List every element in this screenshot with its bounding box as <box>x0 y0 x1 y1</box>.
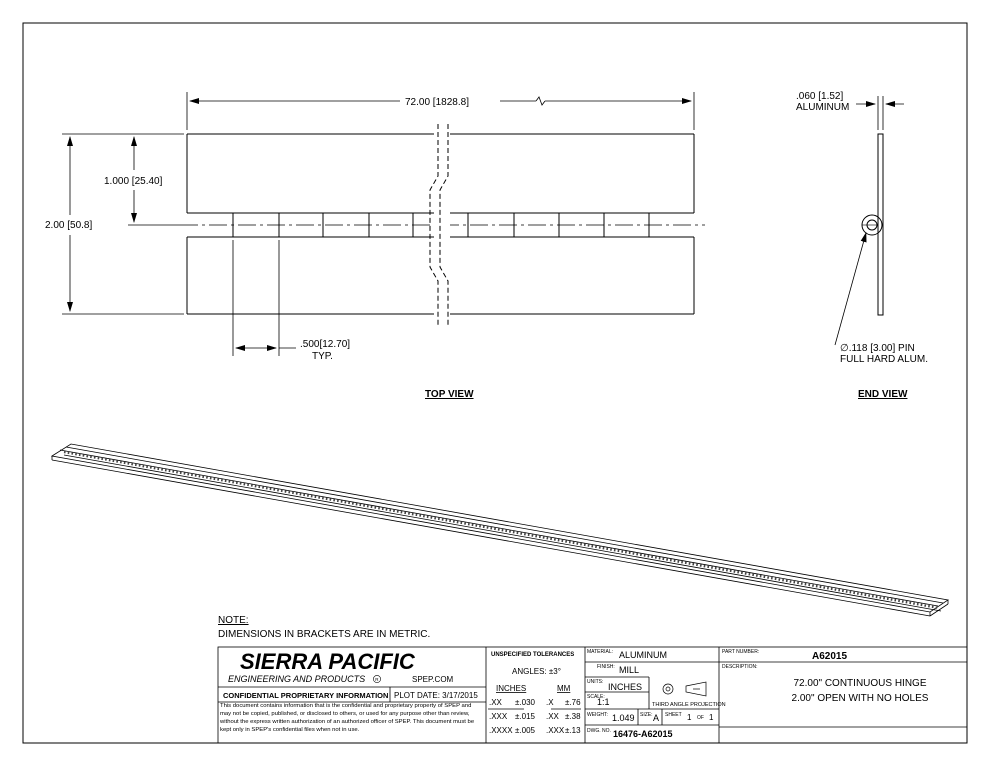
tolerance-rows: .XX ±.030 .X ±.76 .XXX ±.015 .XX ±.38 .X… <box>489 698 581 735</box>
weight-label: WEIGHT: <box>587 712 608 718</box>
size-value: A <box>653 713 659 723</box>
tolerance-mm-fmt: .XXX <box>546 726 565 735</box>
top-view <box>180 124 705 326</box>
tolerance-mm-value: ±.13 <box>565 726 581 735</box>
tolerance-mm-value: ±.38 <box>565 712 581 721</box>
top-view-label: TOP VIEW <box>425 389 474 400</box>
sheet-of-label: OF <box>697 715 704 721</box>
scale-label: SCALE: <box>587 694 605 700</box>
thickness-dim-text: .060 [1.52] <box>796 91 844 102</box>
knuckle-dim-text: .500[12.70] <box>300 339 350 350</box>
width-dimension <box>62 133 184 315</box>
plot-date: PLOT DATE: 3/17/2015 <box>394 691 478 700</box>
note-title: NOTE: <box>218 615 249 626</box>
sheet-label: SHEET <box>665 712 682 718</box>
finish-value: MILL <box>619 665 639 675</box>
tolerances-title: UNSPECIFIED TOLERANCES <box>491 652 574 658</box>
title-block-grid <box>217 646 968 744</box>
pin-material-text: FULL HARD ALUM. <box>840 354 928 365</box>
description-line-2: 2.00" OPEN WITH NO HOLES <box>792 693 929 704</box>
scale-value: 1:1 <box>597 697 610 707</box>
tolerance-mm-header: MM <box>557 684 571 693</box>
confidential-paragraph: This document contains information that … <box>220 703 475 733</box>
part-number-value: A62015 <box>812 651 847 662</box>
tolerance-inches-header: INCHES <box>496 684 526 693</box>
projection-label: THIRD ANGLE PROJECTION <box>652 702 726 708</box>
tolerance-in-value: ±.015 <box>515 712 536 721</box>
tolerance-in-value: ±.005 <box>515 726 536 735</box>
tolerance-in-fmt: .XXXX <box>489 726 513 735</box>
third-angle-projection-symbol <box>662 681 707 697</box>
company-website: SPEP.COM <box>412 675 454 684</box>
tolerance-mm-fmt: .XX <box>546 712 560 721</box>
company-subtitle: ENGINEERING AND PRODUCTS <box>228 674 365 684</box>
sheet-total-value: 1 <box>709 713 714 722</box>
tolerance-in-fmt: .XX <box>489 698 503 707</box>
finish-label: FINISH: <box>597 664 615 670</box>
tolerance-angles: ANGLES: ±3° <box>512 667 561 676</box>
sheet-border <box>22 22 968 744</box>
confidential-title: CONFIDENTIAL PROPRIETARY INFORMATION <box>223 691 388 700</box>
tolerance-in-fmt: .XXX <box>489 712 508 721</box>
end-view-label: END VIEW <box>858 389 908 400</box>
units-value: INCHES <box>608 682 642 692</box>
weight-value: 1.049 <box>612 713 635 723</box>
dwg-no-label: DWG. NO. <box>587 728 611 734</box>
end-view <box>834 96 904 346</box>
tolerance-in-value: ±.030 <box>515 698 536 707</box>
description-line-1: 72.00" CONTINUOUS HINGE <box>793 678 926 689</box>
thickness-material-text: ALUMINUM <box>796 102 849 113</box>
description-label: DESCRIPTION: <box>722 664 758 670</box>
sheet-value: 1 <box>687 713 692 722</box>
note-text: DIMENSIONS IN BRACKETS ARE IN METRIC. <box>218 629 430 640</box>
width-dim-text: 2.00 [50.8] <box>45 220 93 231</box>
units-label: UNITS: <box>587 679 603 685</box>
isometric-view <box>50 443 950 617</box>
half-width-dim-text: 1.000 [25.40] <box>104 176 163 187</box>
length-dim-text: 72.00 [1828.8] <box>405 97 469 108</box>
dwg-no-value: 16476-A62015 <box>613 729 673 739</box>
tolerance-mm-fmt: .X <box>546 698 554 707</box>
registered-mark-icon <box>373 675 381 683</box>
part-number-label: PART NUMBER: <box>722 649 759 655</box>
length-dimension <box>186 92 695 130</box>
pin-dim-text: ∅.118 [3.00] PIN <box>840 343 915 354</box>
size-label: SIZE: <box>640 712 653 718</box>
company-name: SIERRA PACIFIC <box>240 649 416 674</box>
material-label: MATERIAL: <box>587 649 613 655</box>
registered-mark: R <box>375 677 379 682</box>
material-value: ALUMINUM <box>619 650 667 660</box>
knuckle-typ-text: TYP. <box>312 351 333 362</box>
tolerance-mm-value: ±.76 <box>565 698 581 707</box>
knuckle-dimension <box>232 240 296 356</box>
